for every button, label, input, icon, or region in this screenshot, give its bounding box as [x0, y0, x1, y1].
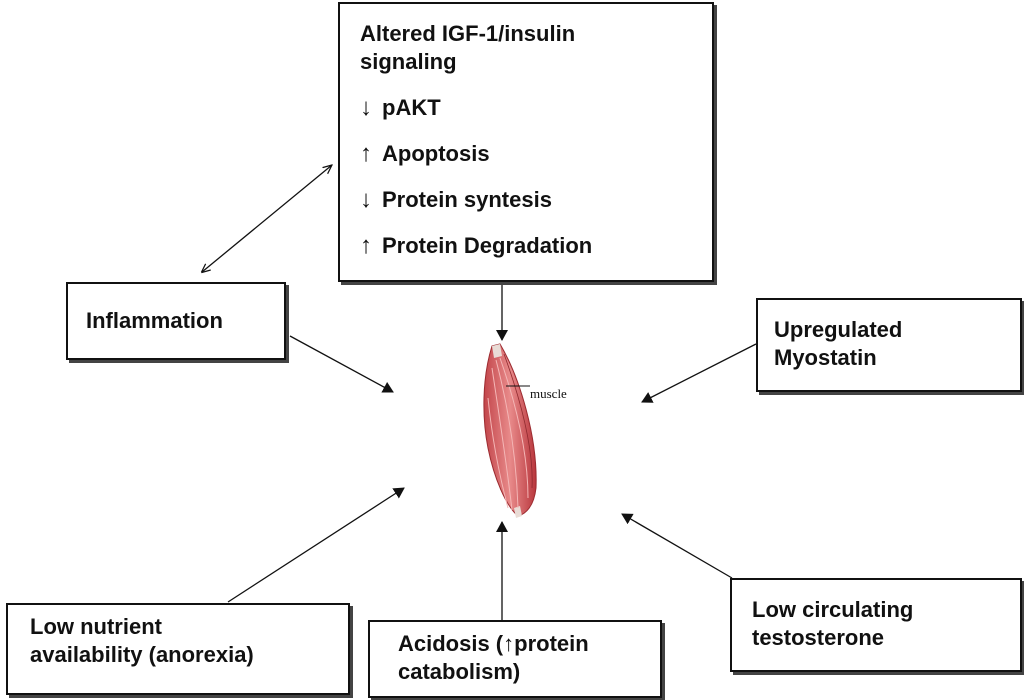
- nutrient-line2: availability (anorexia): [30, 641, 254, 667]
- up-arrow-icon: ↑: [360, 232, 372, 259]
- igf-insulin-signaling-box: Altered IGF-1/insulin signaling ↓ pAKT ↑…: [338, 2, 714, 282]
- up-arrow-icon: ↑: [360, 140, 372, 167]
- inflammation-box: Inflammation: [66, 282, 286, 360]
- arrow-myostatin-muscle: [641, 343, 757, 403]
- down-arrow-icon: ↓: [360, 186, 372, 213]
- igf-item-protein-synthesis: ↓ Protein syntesis: [360, 177, 692, 223]
- nutrient-box: Low nutrient availability (anorexia): [6, 603, 350, 695]
- arrow-inflammation-igf: [202, 165, 332, 272]
- igf-item-label: Protein syntesis: [382, 187, 552, 213]
- acidosis-line2: catabolism): [398, 658, 521, 684]
- testosterone-line1: Low circulating: [752, 597, 914, 622]
- arrow-nutrient-muscle: [227, 487, 405, 603]
- myostatin-line2: Myostatin: [774, 344, 877, 370]
- nutrient-line1: Low nutrient: [30, 614, 162, 639]
- igf-item-pakt: ↓ pAKT: [360, 85, 692, 131]
- muscle-illustration: muscle: [470, 338, 630, 528]
- igf-item-protein-degradation: ↑ Protein Degradation: [360, 223, 692, 269]
- down-arrow-icon: ↓: [360, 94, 372, 121]
- myostatin-box: Upregulated Myostatin: [756, 298, 1022, 392]
- arrow-inflammation-muscle: [289, 335, 394, 393]
- inflammation-label: Inflammation: [86, 308, 223, 334]
- arrow-testosterone-muscle: [621, 513, 733, 579]
- muscle-label: muscle: [530, 386, 567, 401]
- igf-box-title-line1: Altered IGF-1/insulin: [360, 21, 576, 46]
- acidosis-box: Acidosis (↑protein catabolism): [368, 620, 662, 698]
- igf-item-label: pAKT: [382, 95, 441, 121]
- igf-item-label: Protein Degradation: [382, 233, 593, 259]
- testosterone-box: Low circulating testosterone: [730, 578, 1022, 672]
- testosterone-line2: testosterone: [752, 624, 885, 650]
- igf-item-label: Apoptosis: [382, 141, 490, 167]
- igf-box-title-line2: signaling: [360, 48, 457, 74]
- myostatin-line1: Upregulated: [774, 317, 903, 342]
- muscle-icon: [483, 343, 537, 518]
- igf-item-apoptosis: ↑ Apoptosis: [360, 131, 692, 177]
- acidosis-line1: Acidosis (↑protein: [398, 631, 589, 656]
